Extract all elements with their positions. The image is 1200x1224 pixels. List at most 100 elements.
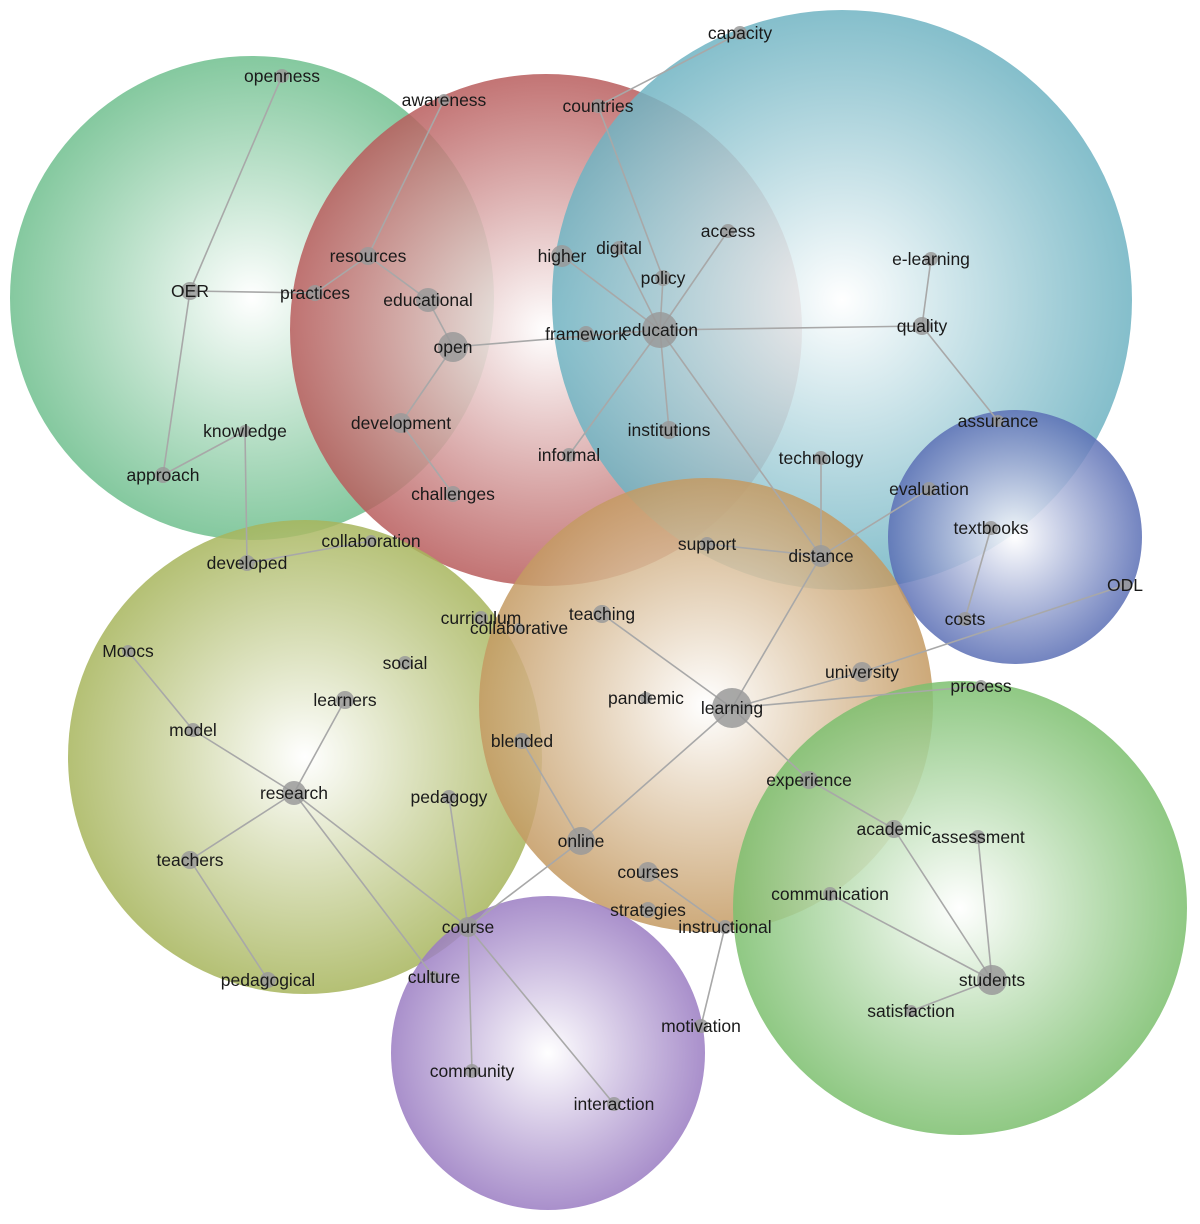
edge-course-interaction [467,926,615,1105]
edge-teachers-pedagogical [189,859,269,981]
node-model-label: model [169,720,217,740]
node-academic-dot[interactable] [885,820,903,838]
node-educational-dot[interactable] [416,288,440,312]
node-challenges-dot[interactable] [445,486,461,502]
node-experience-dot[interactable] [800,771,818,789]
edge-developed-collaboration [246,540,372,564]
node-community-dot[interactable] [465,1064,479,1078]
node-collaborative-dot[interactable] [514,623,524,633]
node-learners-dot[interactable] [336,691,354,709]
node-courses-label: courses [617,862,679,882]
node-model-dot[interactable] [186,723,200,737]
node-process-label: process [950,676,1012,696]
node-access-label: access [701,221,756,241]
node-pedagogy-label: pedagogy [411,787,488,807]
edge-resources-practices [314,255,369,294]
node-institutions-dot[interactable] [660,421,678,439]
node-OER-dot[interactable] [181,282,199,300]
node-support-dot[interactable] [700,537,714,551]
cluster-lightgreen-bubble [733,681,1187,1135]
node-awareness-dot[interactable] [438,94,450,106]
node-interaction-dot[interactable] [607,1097,621,1111]
node-education-dot[interactable] [642,312,678,348]
node-communication-dot[interactable] [823,887,837,901]
node-assurance-dot[interactable] [992,415,1004,427]
node-research-dot[interactable] [282,781,306,805]
node-countries-dot[interactable] [591,99,605,113]
node-curriculum-dot[interactable] [474,611,488,625]
node-evaluation-dot[interactable] [922,482,936,496]
node-strategies-label: strategies [610,900,686,920]
edge-model-research [192,729,295,794]
node-policy-dot[interactable] [655,270,671,286]
node-instructional-dot[interactable] [718,920,732,934]
node-higher-dot[interactable] [551,245,573,267]
node-university-dot[interactable] [852,662,872,682]
node-OER-label: OER [171,281,209,301]
node-developed-dot[interactable] [239,555,255,571]
node-resources-dot[interactable] [359,247,377,265]
node-courses-dot[interactable] [638,862,658,882]
node-pedagogical-label: pedagogical [221,970,315,990]
node-pedagogical-dot[interactable] [260,972,276,988]
node-open-label: open [434,337,473,357]
node-teachers-dot[interactable] [181,851,199,869]
node-assessment-label: assessment [931,827,1025,847]
node-framework-dot[interactable] [578,326,594,342]
node-process-dot[interactable] [975,680,987,692]
node-satisfaction-label: satisfaction [867,1001,955,1021]
node-evaluation-label: evaluation [889,479,969,499]
node-distance-label: distance [788,546,853,566]
node-development-dot[interactable] [391,413,411,433]
node-access-dot[interactable] [721,224,735,238]
edge-assessment-students [977,836,993,981]
node-social-dot[interactable] [398,656,412,670]
node-technology-dot[interactable] [814,451,828,465]
node-practices-dot[interactable] [307,285,323,301]
node-open-dot[interactable] [438,332,468,362]
node-knowledge-dot[interactable] [239,425,251,437]
node-openness-dot[interactable] [275,69,289,83]
node-e-learning-dot[interactable] [924,252,938,266]
node-learning-dot[interactable] [712,688,752,728]
node-assessment-dot[interactable] [971,830,985,844]
node-costs-dot[interactable] [958,612,972,626]
node-research-label: research [260,783,328,803]
node-textbooks-dot[interactable] [984,521,998,535]
edge-development-challenges [400,422,454,495]
node-culture-dot[interactable] [428,971,440,983]
node-learning-label: learning [701,698,763,718]
node-blended-dot[interactable] [514,733,530,749]
node-students-dot[interactable] [977,965,1007,995]
node-university-label: university [825,662,899,682]
node-collaboration-dot[interactable] [365,535,377,547]
node-strategies-dot[interactable] [640,902,656,918]
node-technology-label: technology [779,448,864,468]
node-Moocs-label: Moocs [102,641,154,661]
node-online-dot[interactable] [567,827,595,855]
node-teaching-label: teaching [569,604,635,624]
node-teaching-dot[interactable] [593,605,611,623]
node-informal-dot[interactable] [562,448,576,462]
node-satisfaction-dot[interactable] [905,1005,917,1017]
edge-academic-students [893,828,993,981]
node-motivation-dot[interactable] [694,1019,708,1033]
edge-research-teachers [189,792,295,861]
edge-access-education [659,230,729,331]
node-ODL-dot[interactable] [1119,579,1131,591]
node-approach-label: approach [127,465,200,485]
node-approach-dot[interactable] [155,467,171,483]
node-pandemic-label: pandemic [608,688,684,708]
node-quality-dot[interactable] [913,317,931,335]
node-Moocs-dot[interactable] [122,645,134,657]
node-online-label: online [558,831,605,851]
node-digital-dot[interactable] [612,241,626,255]
node-pedagogy-dot[interactable] [442,790,456,804]
node-capacity-dot[interactable] [733,26,747,40]
node-distance-dot[interactable] [810,545,832,567]
node-e-learning-label: e-learning [892,249,970,269]
node-blended-label: blended [491,731,553,751]
node-pandemic-dot[interactable] [640,692,652,704]
node-course-dot[interactable] [458,917,478,937]
